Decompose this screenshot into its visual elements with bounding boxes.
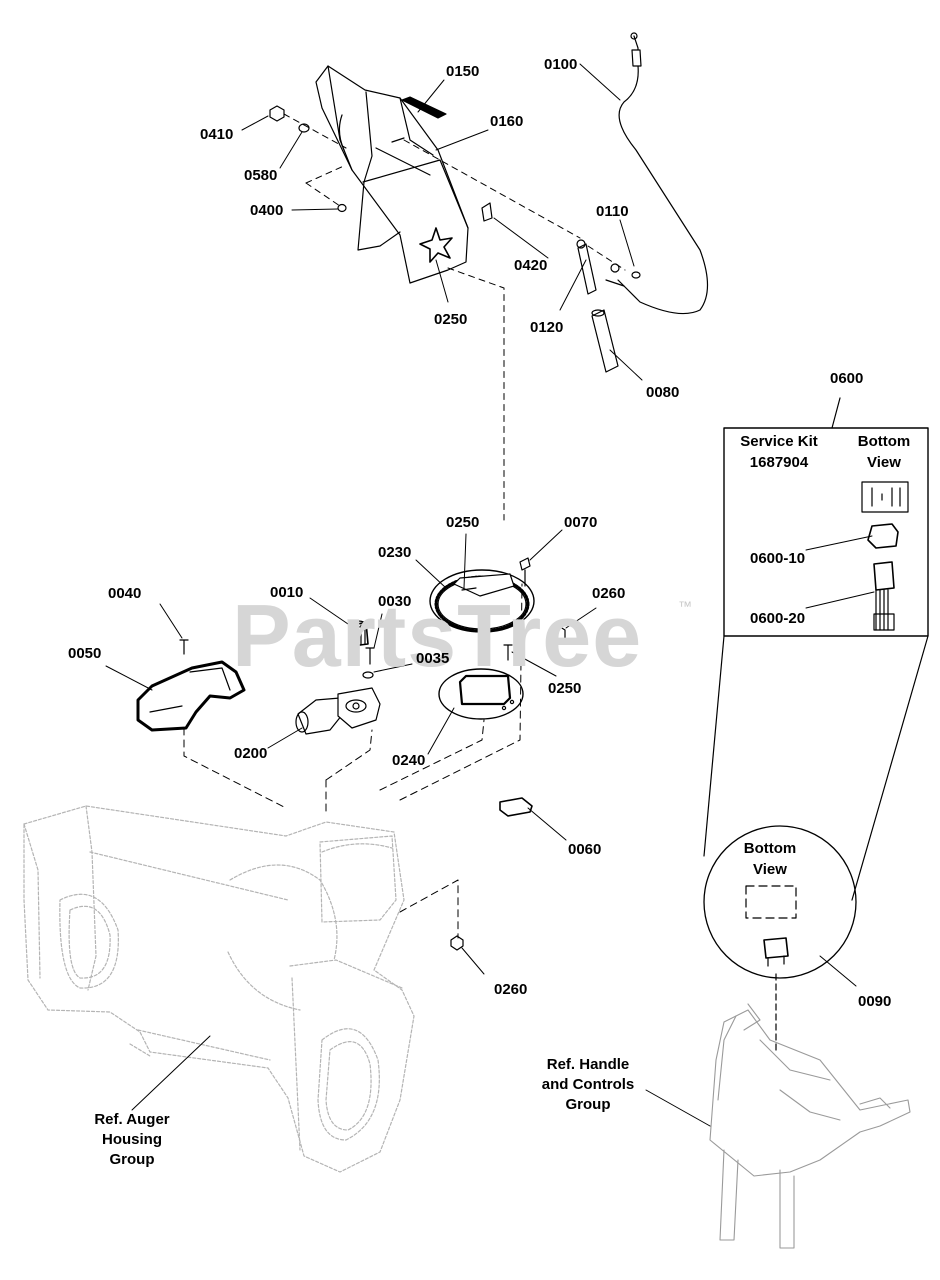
switch-inset-0090 <box>703 635 929 1051</box>
part-label-0600-20[interactable]: 0600-20 <box>750 610 806 627</box>
ref-auger-line-1: Ref. Auger <box>94 1111 170 1128</box>
kit-heading-service-kit: Service Kit <box>740 433 818 450</box>
chute-assembly <box>315 65 469 284</box>
part-label-0060[interactable]: 0060 <box>568 841 602 858</box>
auger-housing-group <box>23 805 415 1173</box>
watermark: PartsTree <box>232 586 643 685</box>
part-label-0035[interactable]: 0035 <box>416 650 450 667</box>
ref-auger-housing-label[interactable]: Ref. Auger Housing Group <box>74 1110 190 1170</box>
part-label-0100[interactable]: 0100 <box>544 56 578 73</box>
bracket-0060 <box>499 797 533 817</box>
ref-auger-line-2: Housing <box>102 1131 162 1148</box>
service-kit-box-0600 <box>723 397 929 637</box>
part-label-0260-lower[interactable]: 0260 <box>494 981 528 998</box>
part-label-0070[interactable]: 0070 <box>564 514 598 531</box>
part-label-0600[interactable]: 0600 <box>830 370 864 387</box>
chute-guide-lines <box>283 113 626 521</box>
cable-0100 <box>605 32 709 315</box>
part-label-0420[interactable]: 0420 <box>514 257 548 274</box>
motor-guide-lines <box>183 583 523 939</box>
ref-handle-controls-label[interactable]: Ref. Handle and Controls Group <box>528 1055 648 1115</box>
chute-hardware <box>269 105 493 222</box>
screw-0030 <box>365 647 375 665</box>
ref-handle-line-3: Group <box>565 1096 611 1113</box>
part-label-0200[interactable]: 0200 <box>234 745 268 762</box>
part-label-0250-chute[interactable]: 0250 <box>434 311 468 328</box>
part-label-0250-ring[interactable]: 0250 <box>446 514 480 531</box>
tube-0080 <box>591 309 619 373</box>
part-label-0080[interactable]: 0080 <box>646 384 680 401</box>
motor-0200 <box>295 687 381 735</box>
part-label-0580[interactable]: 0580 <box>244 167 278 184</box>
part-label-0090[interactable]: 0090 <box>858 993 892 1010</box>
ring-gear-0230 <box>429 569 535 633</box>
rod-0120 <box>576 239 597 295</box>
kit-heading-number: 1687904 <box>749 454 809 471</box>
part-label-0030[interactable]: 0030 <box>378 593 412 610</box>
cover-0050 <box>136 639 246 732</box>
switch-inset-bottom: Bottom <box>743 840 797 857</box>
kit-heading-bottom: Bottom <box>857 433 911 450</box>
trademark-symbol: ™ <box>678 598 692 614</box>
decal-0150 <box>401 96 447 119</box>
part-label-0240[interactable]: 0240 <box>392 752 426 769</box>
part-label-0040[interactable]: 0040 <box>108 585 142 602</box>
kit-heading-view: View <box>867 454 901 471</box>
washer-0035 <box>362 671 374 679</box>
part-label-0150[interactable]: 0150 <box>446 63 480 80</box>
part-label-0230[interactable]: 0230 <box>378 544 412 561</box>
part-label-0410[interactable]: 0410 <box>200 126 234 143</box>
plate-0240 <box>438 668 524 720</box>
ring-hardware <box>450 557 566 951</box>
part-label-0400[interactable]: 0400 <box>250 202 284 219</box>
ref-auger-line-3: Group <box>109 1151 155 1168</box>
part-label-0160[interactable]: 0160 <box>490 113 524 130</box>
gear-0010 <box>349 620 369 647</box>
ref-handle-line-2: and Controls <box>541 1076 635 1093</box>
part-label-0010[interactable]: 0010 <box>270 584 304 601</box>
part-label-0110[interactable]: 0110 <box>596 203 629 220</box>
leader-lines <box>105 63 875 1127</box>
switch-inset-view: View <box>753 861 787 878</box>
part-label-0600-10[interactable]: 0600-10 <box>750 550 806 567</box>
ref-handle-line-1: Ref. Handle <box>546 1056 630 1073</box>
switch-inset-heading: Bottom View <box>734 838 806 880</box>
handle-controls-group <box>709 1003 911 1249</box>
part-label-0250-right[interactable]: 0250 <box>548 680 582 697</box>
kit-heading-left: Service Kit 1687904 <box>730 431 828 473</box>
kit-heading-right: Bottom View <box>848 431 920 473</box>
part-label-0050[interactable]: 0050 <box>68 645 102 662</box>
part-label-0260-upper[interactable]: 0260 <box>592 585 626 602</box>
part-label-0120[interactable]: 0120 <box>530 319 564 336</box>
